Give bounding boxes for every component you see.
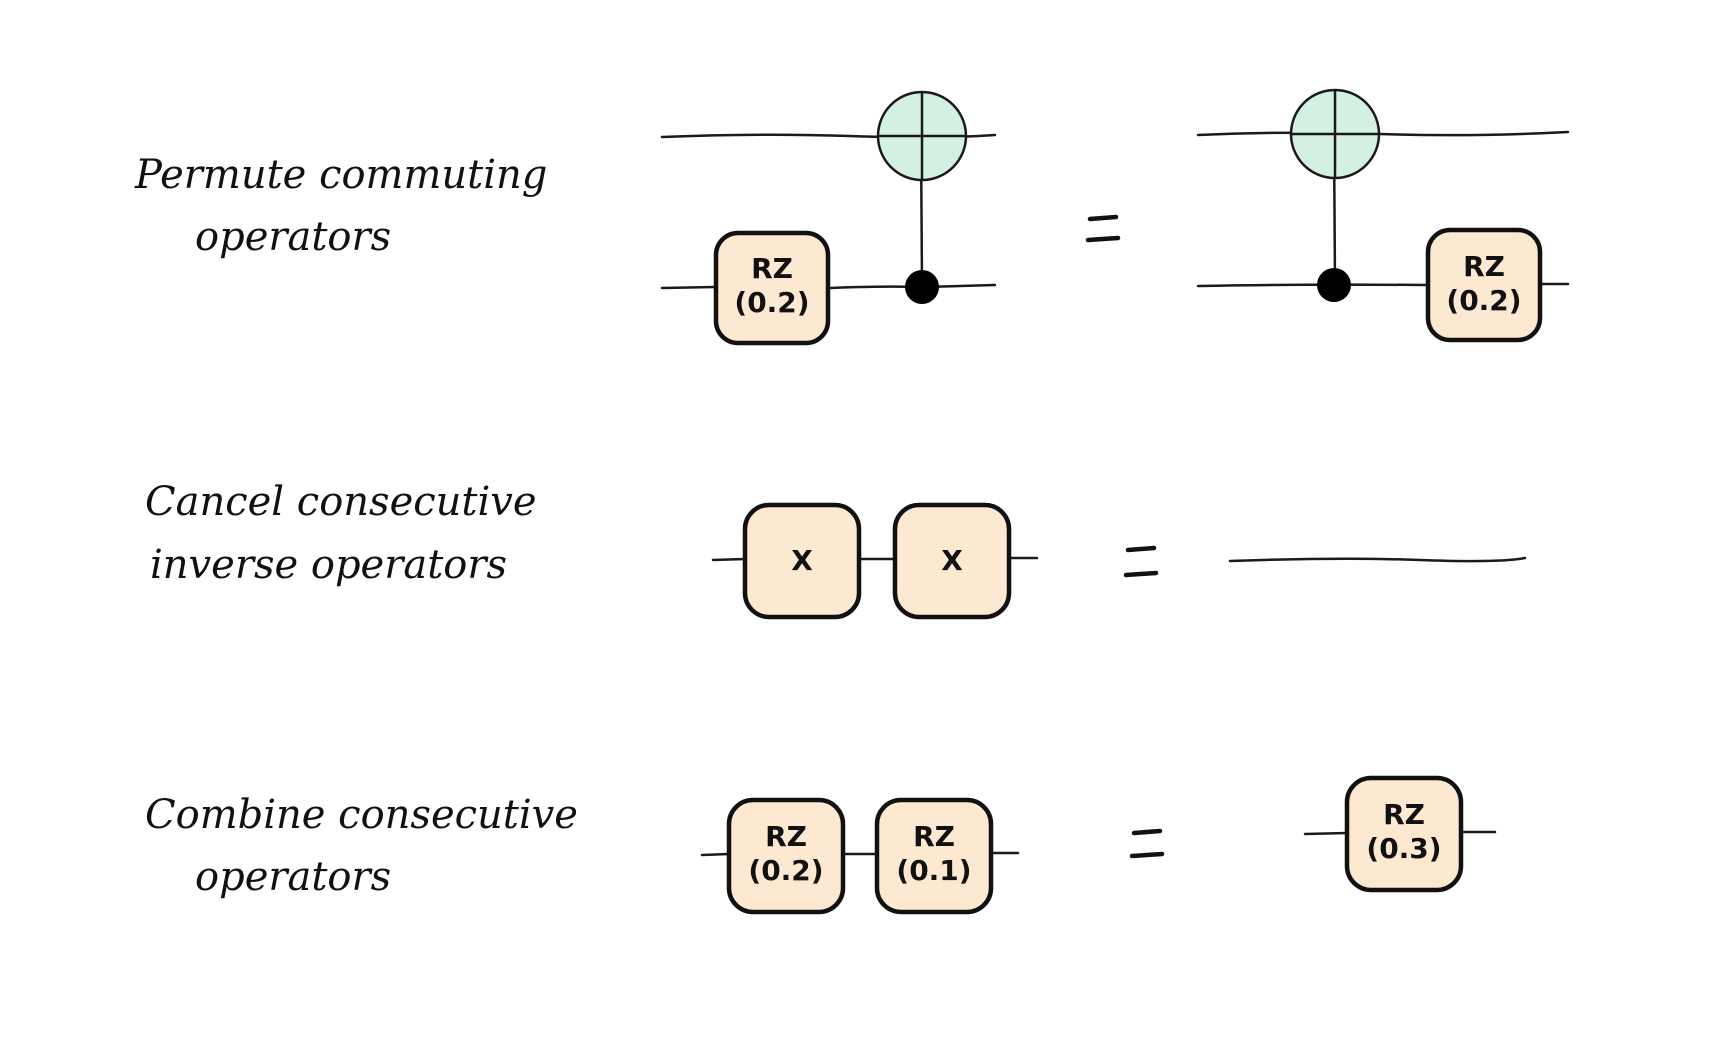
lhs-circuit: RZ (0.2) RZ (0.1) [700, 797, 1020, 915]
rule-label-line: Permute commuting [134, 152, 547, 198]
rule-label-line: Cancel consecutive [145, 479, 537, 525]
rz-gate-box [874, 797, 994, 915]
gate-label: RZ [1383, 798, 1425, 831]
control-dot [905, 270, 939, 304]
lhs-circuit: X X [711, 502, 1039, 620]
rhs-circuit: RZ (0.3) [1303, 775, 1497, 893]
gate-param: (0.2) [734, 286, 809, 319]
x-gate-box [742, 502, 862, 620]
gate-param: (0.3) [1366, 832, 1441, 865]
qubit-wire [700, 852, 731, 857]
qubit-wire [1303, 831, 1349, 836]
rhs-circuit: RZ (0.2) [1196, 88, 1570, 343]
equals-sign [1123, 545, 1159, 578]
gate-param: (0.1) [896, 854, 971, 887]
rule-label-line: operators [195, 214, 391, 260]
rule-cancel: Cancel consecutive inverse operators X X [145, 479, 1527, 620]
rhs-circuit [1228, 556, 1527, 563]
rz-gate-box [726, 797, 846, 915]
rule-permute: Permute commuting operators RZ (0.2) [134, 88, 1570, 346]
gate-label: X [791, 544, 813, 577]
qubit-wire [1228, 556, 1527, 563]
gate-label: X [941, 544, 963, 577]
rule-combine: Combine consecutive operators RZ (0.2) R… [145, 775, 1497, 915]
rule-label-line: inverse operators [150, 542, 507, 588]
equals-sign [1085, 214, 1121, 243]
gate-label: RZ [751, 252, 793, 285]
rz-gate-box [1425, 227, 1543, 343]
x-gate-box [892, 502, 1012, 620]
gate-label: RZ [1463, 250, 1505, 283]
qubit-wire [1196, 130, 1570, 137]
gate-label: RZ [913, 820, 955, 853]
lhs-circuit: RZ (0.2) [660, 90, 997, 346]
gate-param: (0.2) [1446, 284, 1521, 317]
qubit-wire [660, 285, 717, 290]
rule-label-line: Combine consecutive [145, 792, 578, 838]
gate-param: (0.2) [748, 854, 823, 887]
gate-label: RZ [765, 820, 807, 853]
qubit-wire [1196, 283, 1428, 288]
equals-sign [1129, 828, 1165, 859]
rule-label-line: operators [195, 854, 391, 900]
control-dot [1317, 268, 1351, 302]
rz-gate-box [1344, 775, 1464, 893]
qubit-wire [711, 557, 747, 562]
rz-gate-box [713, 230, 831, 346]
